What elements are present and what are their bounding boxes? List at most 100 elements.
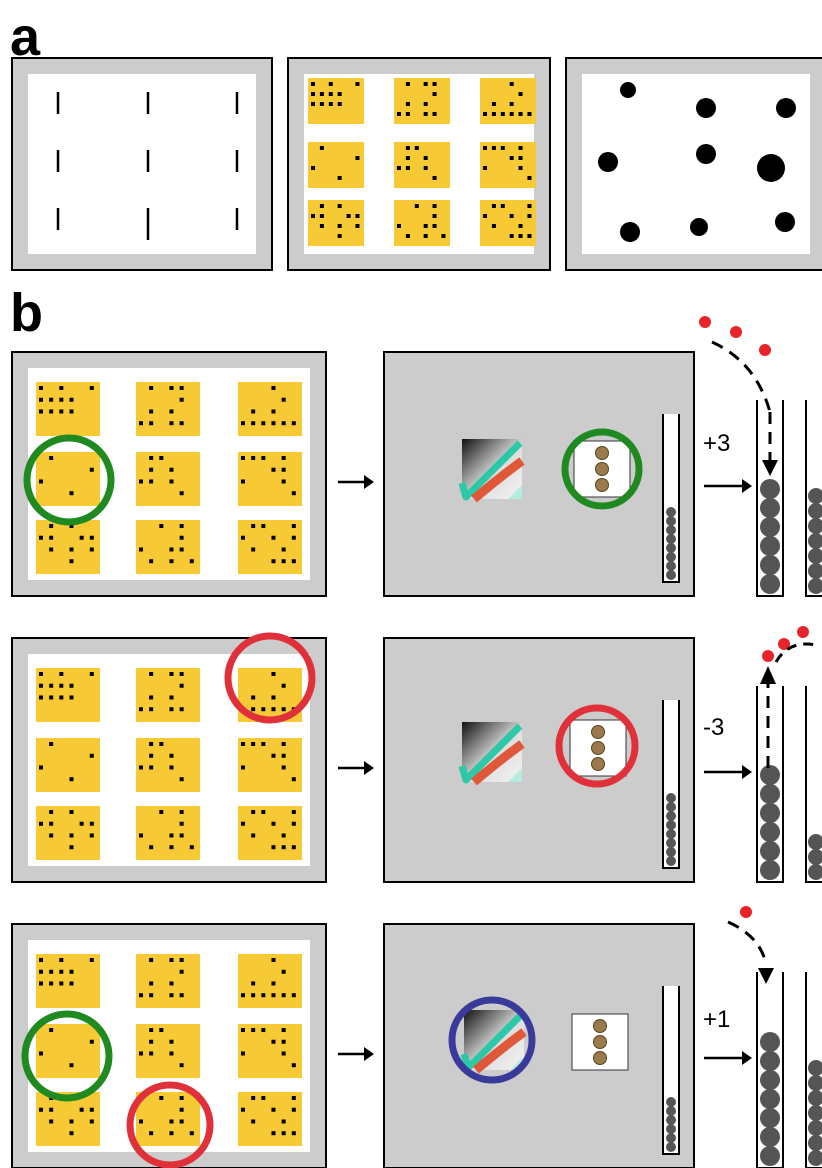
trial1-mini-tube-ball-3: [666, 543, 676, 553]
trial3-card-1-1-dot-4: [139, 1051, 143, 1056]
trial1-card-0-1-dot-2: [179, 386, 184, 390]
trial2-card-1-2-dot-5: [281, 753, 286, 758]
trial2-mini-tube-ball-1: [666, 847, 676, 857]
trial2-card-0-1-face: [136, 668, 200, 722]
trial2-card-1-1-dot-6: [169, 765, 174, 770]
trial1-card-1-1-dot-6: [169, 479, 174, 484]
trial1-stimulus-orange-stripe: [471, 457, 525, 503]
trial2-mini-tube-ball-5: [666, 811, 676, 821]
panel-a-card-2-1-dot-7: [423, 234, 428, 238]
trial1-card-0-0-dot-10: [69, 409, 74, 414]
trial3-card-2-0-dot-3: [49, 1107, 54, 1112]
trial2-card-0-0-dot-3: [39, 683, 43, 688]
trial3-card-2-0-dot-2: [39, 1107, 43, 1112]
trial2-stimulus-orange-stripe: [471, 740, 525, 786]
trial3-card-0-1-dot-5: [169, 981, 174, 986]
panel-a-card-0-1-dot-4: [405, 102, 410, 106]
trial2-mini-tube-ball-2: [666, 838, 676, 848]
panel-a-card-2-0-face: [308, 200, 364, 246]
trial1-card-0-0-face: [36, 382, 100, 436]
panel-a-card-1-0-dot-3: [337, 176, 342, 180]
trial3-coin-box: [571, 1013, 629, 1071]
trial3-card-1-2-dot-5: [281, 1039, 286, 1044]
panel-a-card-2-2-dot-8: [509, 234, 514, 238]
trial2-card-2-2-dot-6: [251, 833, 256, 838]
trial3-card-2-1-dot-6: [149, 1131, 154, 1136]
trial1-mini-tube: [662, 414, 680, 583]
panel-a-card-2-1: [394, 200, 450, 246]
trial2-card-1-0: [36, 738, 100, 792]
trial3-card-0-2-dot-8: [281, 993, 286, 998]
trial1-next-tube-ball-6: [808, 488, 822, 504]
trial2-feedback-screen: [383, 637, 695, 883]
panel-a-card-2-1-dot-0: [414, 204, 419, 208]
trial2-token-2: [797, 626, 809, 638]
trial1-card-0-2-dot-0: [271, 386, 276, 390]
trial3-card-0-2-dot-7: [271, 993, 276, 998]
trial1-mini-tube-ball-0: [666, 570, 676, 580]
panel-a-card-2-2-face: [480, 200, 536, 246]
trial1-card-0-0-dot-0: [39, 386, 43, 390]
trial3-card-1-1-dot-0: [149, 1028, 154, 1032]
trial1-chosen-card-ring: [23, 434, 115, 526]
trial3-card-0-0-dot-4: [49, 969, 54, 974]
trial3-arrow-to-feedback-head: [364, 1047, 374, 1061]
trial3-token-0: [740, 906, 752, 918]
trial3-card-1-2-dot-2: [261, 1028, 266, 1032]
trial3-arrow-to-tube-head: [742, 1051, 752, 1065]
trial1-token-tube-ball-4: [760, 498, 780, 518]
trial1-token-0: [699, 316, 711, 328]
trial2-card-2-2-dot-4: [271, 821, 276, 826]
trial2-card-2-0-dot-3: [49, 821, 54, 826]
trial2-card-2-1-face: [136, 806, 200, 860]
panel-b: [11, 316, 822, 1168]
trial3-card-1-2-dot-1: [251, 1028, 256, 1032]
panel-a-card-2-0-dot-2: [311, 214, 315, 218]
black-dot-7: [690, 218, 708, 236]
trial2-stimulus: [458, 722, 525, 786]
panel-a-card-0-0-dot-8: [319, 102, 324, 106]
trial1-card-2-0: [36, 520, 100, 574]
trial3-card-2-1: [136, 1092, 200, 1146]
trial2-card-0-1-dot-7: [149, 707, 154, 712]
trial2-card-0-0-dot-6: [69, 683, 74, 688]
trial-3: [11, 923, 822, 1168]
trial3-token-tube-ball-0: [760, 1146, 780, 1166]
trial1-feedback-screen: [383, 351, 695, 597]
trial2-selection-ring: [555, 704, 639, 788]
trial1-card-0-2-dot-5: [251, 421, 256, 426]
trial-1: [11, 351, 822, 597]
trial2-card-0-0-dot-1: [59, 672, 64, 676]
trial3-token-tube-ball-6: [760, 1032, 780, 1052]
trial3-card-0-0-dot-6: [69, 969, 74, 974]
trial3-card-2-0-dot-7: [69, 1119, 74, 1124]
trial2-card-2-0-dot-2: [39, 821, 43, 826]
panel-a-card-0-2-face: [480, 78, 536, 124]
trial1-card-0-2-dot-1: [281, 397, 286, 402]
trial2-card-2-0-dot-5: [89, 821, 94, 826]
panel-a-card-2-0-dot-3: [319, 214, 324, 218]
panel-a-card-2-1-dot-6: [405, 234, 410, 238]
trial3-card-2-2-dot-6: [251, 1119, 256, 1124]
trial2-card-0-2-dot-1: [281, 683, 286, 688]
trial3-token-tube-ball-1: [760, 1127, 780, 1147]
trial2-outcome-label: -3: [703, 714, 725, 741]
trial1-card-0-1-face: [136, 382, 200, 436]
trial1-card-1-0-dot-2: [39, 479, 43, 484]
trial3-card-0-0-dot-1: [59, 958, 64, 962]
panel-a-card-0-1-dot-5: [423, 102, 428, 106]
panel-a-card-0-1-dot-0: [405, 82, 410, 86]
panel-a-card-2-0-dot-7: [337, 224, 342, 228]
trial3-card-1-0-dot-0: [49, 1028, 54, 1032]
trial2-card-2-0-dot-4: [79, 821, 84, 826]
panel-a-card-1-2-dot-1: [491, 146, 496, 150]
trial2-card-1-2-dot-2: [261, 742, 266, 746]
trial3-card-1-1-dot-7: [179, 1063, 184, 1068]
trial2-card-2-0-dot-0: [49, 810, 54, 814]
panel-a-card-1-0-dot-0: [319, 146, 324, 150]
panel-a-card-2-2-dot-1: [500, 204, 505, 208]
trial2-card-0-2-dot-6: [261, 707, 266, 712]
trial3-card-1-2-face: [238, 1024, 302, 1078]
trial1-card-1-0-face: [36, 452, 100, 506]
panel-a-card-1-1-dot-3: [423, 156, 428, 160]
